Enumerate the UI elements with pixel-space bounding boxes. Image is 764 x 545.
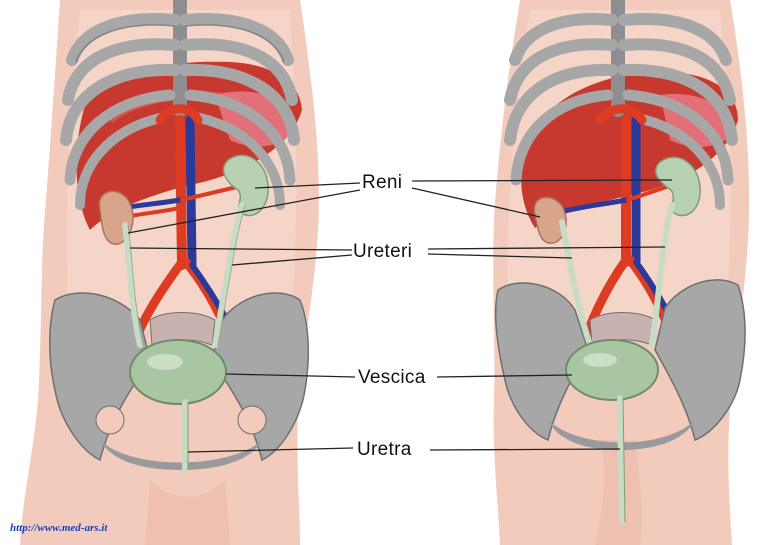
label-kidneys: Reni (362, 172, 402, 194)
label-ureters: Ureteri (353, 241, 412, 263)
side-view-figure (493, 0, 749, 545)
front-bladder (130, 340, 226, 404)
label-bladder: Vescica (358, 367, 426, 389)
side-urethra (620, 398, 622, 522)
side-bladder (566, 340, 658, 400)
front-view-figure (20, 0, 319, 545)
source-credit: http://www.med-ars.it (10, 522, 107, 534)
label-urethra: Uretra (357, 439, 412, 461)
